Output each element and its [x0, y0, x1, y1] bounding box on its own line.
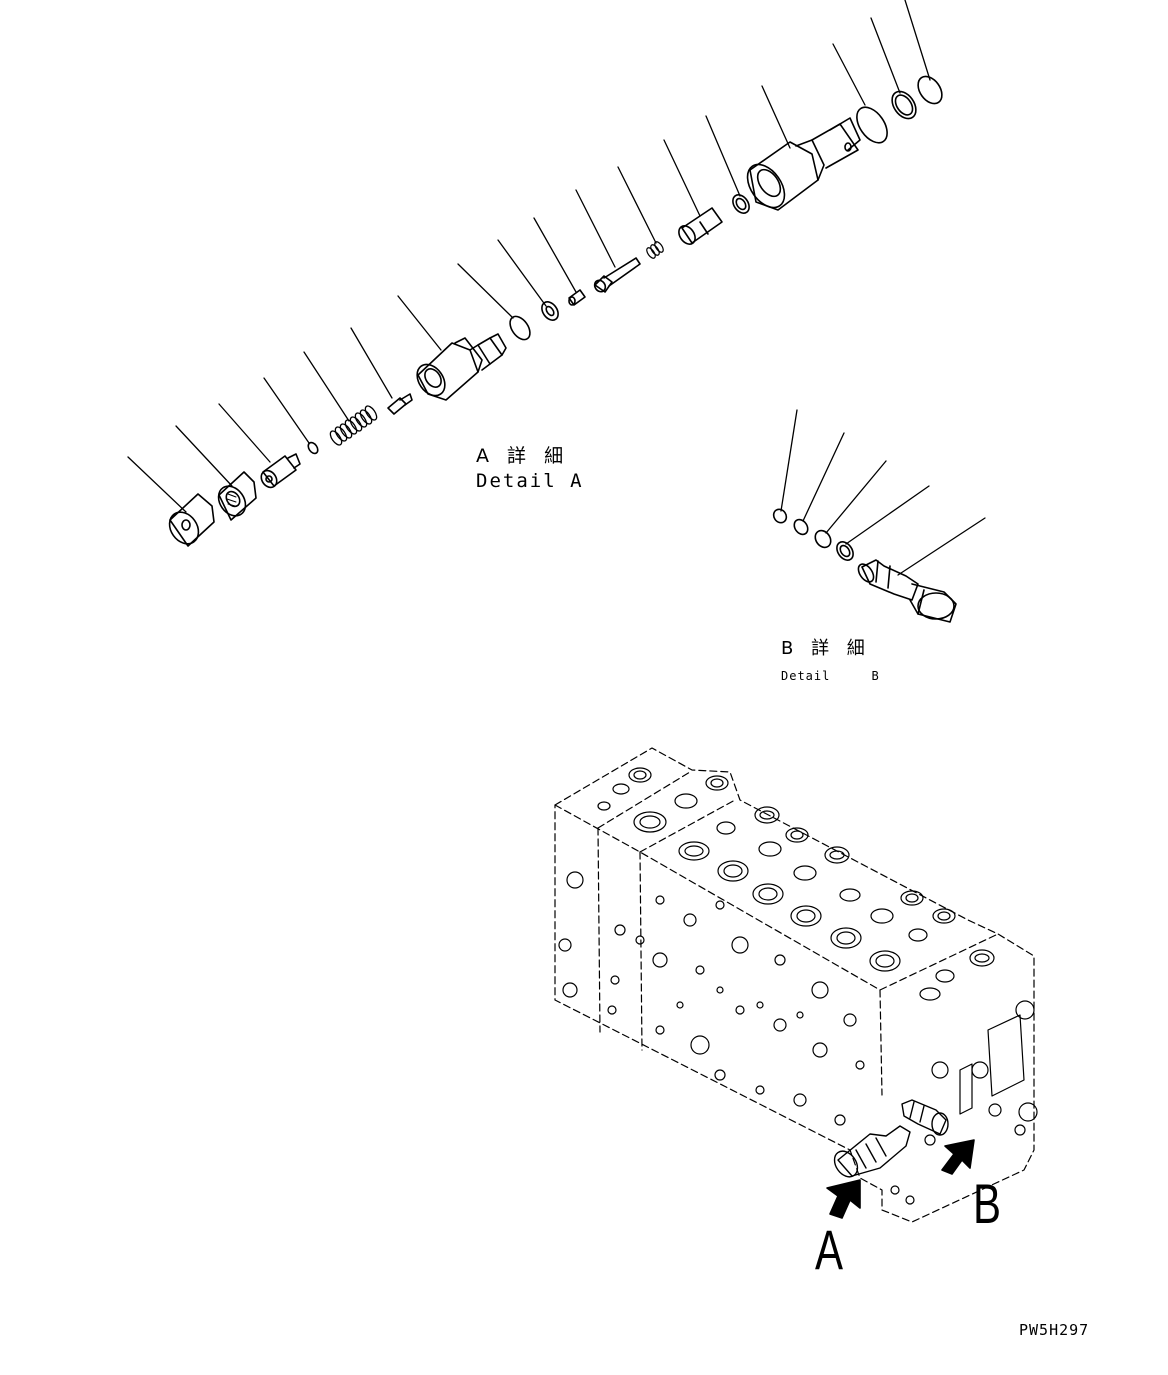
detail-b-leader-lines [780, 409, 986, 576]
small-plug-part [568, 289, 586, 306]
b-o-ring-small-part [772, 508, 788, 524]
valve-block-front-ports [558, 871, 1038, 1205]
cap-part [168, 493, 215, 547]
b-plug-part [857, 559, 957, 623]
backup-ring-large-part [891, 90, 917, 120]
detail-b-title-jp: B 詳 細 [781, 638, 871, 659]
piston-part [593, 257, 641, 293]
valve-block-top-ports [597, 767, 995, 1001]
b-ring-part [836, 541, 854, 561]
lock-nut-part [217, 471, 257, 521]
detail-a-group [127, 0, 943, 547]
view-label-b: B [973, 1172, 1002, 1235]
detail-a-title-jp: A 詳 細 [476, 445, 570, 467]
installed-valve-b [901, 1099, 949, 1136]
ring-part [732, 194, 750, 214]
large-housing-part [746, 117, 861, 211]
view-label-a: A [815, 1218, 844, 1281]
backup-ring-part [541, 301, 559, 321]
o-ring-end-part [917, 75, 943, 105]
poppet-part [387, 393, 413, 415]
small-spring-part [646, 241, 664, 259]
detail-b-group [772, 409, 986, 623]
detail-b-title-en: Detail B [781, 669, 880, 683]
drawing-code: PW5H297 [1019, 1321, 1090, 1339]
installed-valve-a [833, 1125, 911, 1178]
valve-block-outline [554, 747, 1035, 1223]
valve-body-part [416, 333, 507, 401]
o-ring-large-part [856, 106, 888, 144]
valve-block [554, 747, 1038, 1223]
spring-part [329, 405, 378, 446]
detail-a-leader-lines [127, 0, 931, 513]
detail-a-title-en: Detail A [476, 470, 584, 492]
view-arrow-a [826, 1179, 861, 1219]
b-o-ring-part [793, 518, 809, 536]
b-backup-ring-part [814, 529, 832, 549]
sleeve-part [678, 207, 723, 245]
small-o-ring-part [307, 441, 319, 455]
valve-block-side-recess [987, 1014, 1025, 1097]
adjust-screw-part [260, 453, 301, 489]
o-ring-part [509, 315, 531, 341]
view-arrow-b [941, 1139, 975, 1175]
